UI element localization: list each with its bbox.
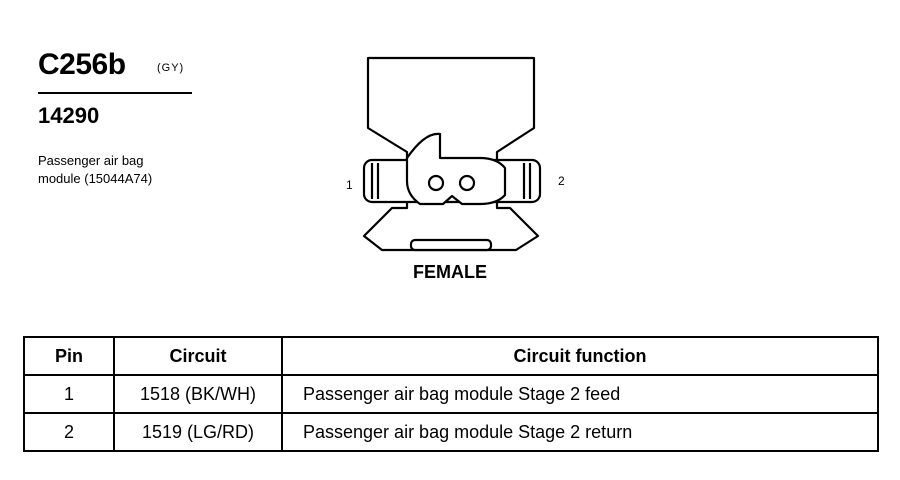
connector-id: C256b	[38, 48, 126, 81]
description-line-2: module (15044A74)	[38, 171, 153, 186]
pin-label-left: 1	[346, 178, 353, 192]
connector-face-diagram: 1 2	[346, 56, 565, 252]
connector-color-code: (GY)	[157, 62, 185, 74]
header-circuit-function: Circuit function	[281, 336, 879, 376]
latch-tab	[362, 132, 542, 206]
description-line-1: Passenger air bag	[38, 153, 144, 168]
table-row: 2 1519 (LG/RD) Passenger air bag module …	[23, 412, 879, 452]
title-divider	[38, 92, 192, 94]
circuit-cell: 1518 (BK/WH)	[113, 374, 283, 414]
pin-cell: 2	[23, 412, 115, 452]
header-pin: Pin	[23, 336, 115, 376]
connector-body	[362, 56, 540, 252]
function-cell: Passenger air bag module Stage 2 feed	[281, 374, 879, 414]
part-number: 14290	[38, 103, 100, 128]
header-circuit: Circuit	[113, 336, 283, 376]
pin-cell: 1	[23, 374, 115, 414]
view-label: FEMALE	[413, 262, 487, 282]
pin-cavity-2	[458, 174, 476, 192]
table-row: 1 1518 (BK/WH) Passenger air bag module …	[23, 374, 879, 414]
locking-slot	[409, 238, 493, 252]
pin-label-right: 2	[558, 174, 565, 188]
connector-description: Passenger air bag module (15044A74)	[38, 152, 152, 188]
circuit-cell: 1519 (LG/RD)	[113, 412, 283, 452]
pin-cavity-1	[427, 174, 445, 192]
pinout-table: Pin Circuit Circuit function 1 1518 (BK/…	[23, 336, 879, 452]
table-header-row: Pin Circuit Circuit function	[23, 336, 879, 376]
function-cell: Passenger air bag module Stage 2 return	[281, 412, 879, 452]
